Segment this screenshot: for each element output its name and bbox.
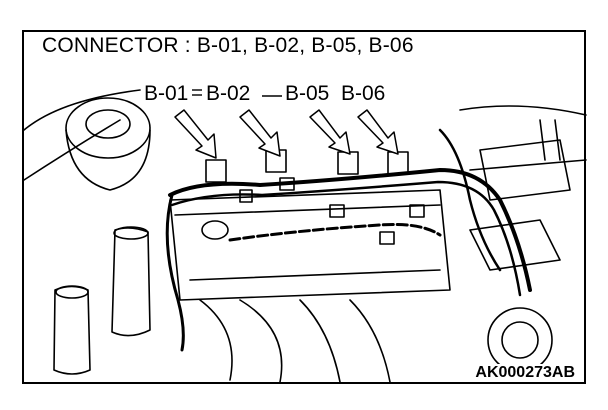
arrow-b02 bbox=[239, 109, 281, 157]
figure-code: AK000273AB bbox=[472, 364, 578, 382]
arrow-b06 bbox=[357, 109, 399, 155]
arrow-b01 bbox=[174, 109, 217, 159]
arrow-b05 bbox=[309, 109, 351, 155]
connector-label-b01: B-01 bbox=[143, 82, 190, 106]
diagram-title: CONNECTOR : B-01, B-02, B-05, B-06 bbox=[38, 34, 418, 58]
connector-label-b06: B-06 bbox=[340, 82, 387, 106]
connector-label-b02: B-02 bbox=[205, 82, 252, 106]
connector-label-b05: B-05 bbox=[284, 82, 331, 106]
